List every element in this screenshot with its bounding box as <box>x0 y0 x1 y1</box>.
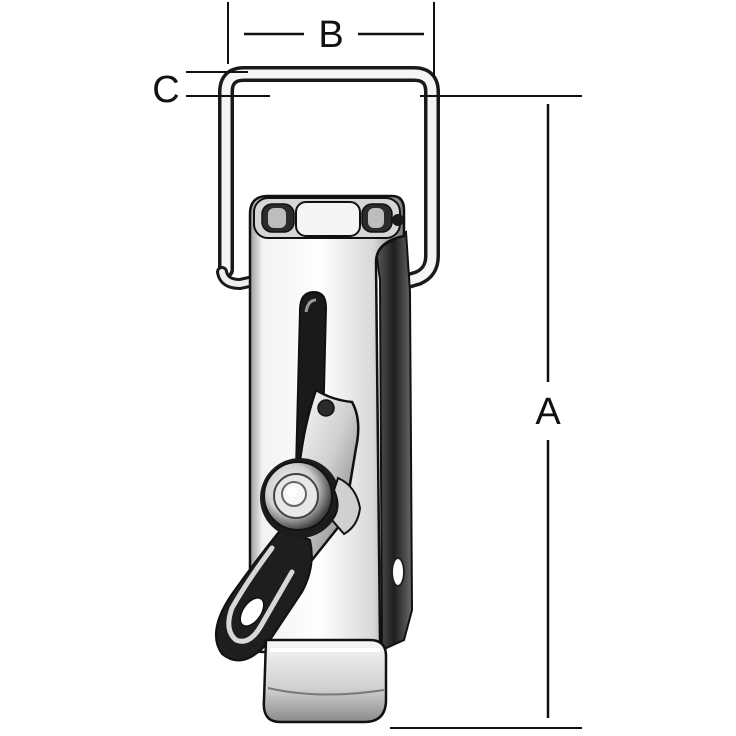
hinge-knuckle <box>253 197 404 239</box>
plate-side-flange <box>374 230 414 652</box>
dimension-label-c: C <box>152 69 179 111</box>
dimension-label-b: B <box>318 14 343 56</box>
wire-bail <box>216 66 440 292</box>
dimension-label-a: A <box>535 391 561 433</box>
lever-rivet <box>317 399 335 417</box>
locking-knob <box>260 458 362 538</box>
bottom-hook <box>262 638 388 724</box>
dimension-c <box>186 71 270 97</box>
dimension-a <box>390 95 582 729</box>
lever-tongue <box>215 526 313 662</box>
latch-illustration <box>215 66 440 724</box>
dimension-lines <box>186 2 582 729</box>
dimension-b <box>227 2 435 76</box>
side-rivet-hole <box>391 557 405 587</box>
